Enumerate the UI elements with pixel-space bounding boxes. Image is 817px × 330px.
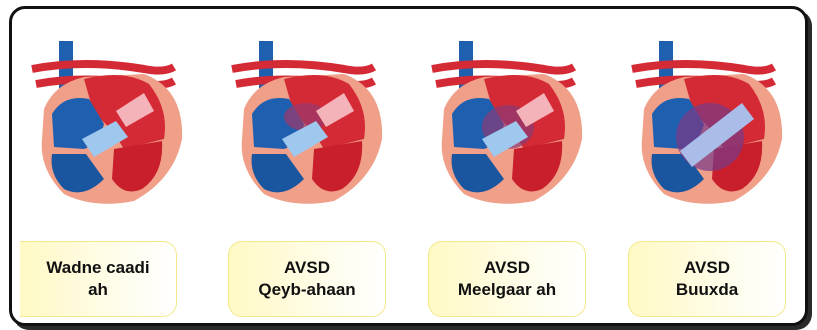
partial-avsd-heart-illustration [224, 29, 394, 219]
label-line-1: AVSD [284, 257, 330, 279]
panel-avsd-partial: AVSD Qeyb-ahaan [212, 9, 412, 323]
label-avsd-partial: AVSD Qeyb-ahaan [228, 241, 386, 317]
normal-heart-illustration [24, 29, 194, 219]
diagram-frame: Wadne caadi ah AVSD Qeyb-ahaan [9, 6, 808, 326]
label-avsd-transitional: AVSD Meelgaar ah [428, 241, 586, 317]
label-line-2: ah [88, 279, 108, 301]
label-normal-heart: Wadne caadi ah [20, 241, 177, 317]
panel-avsd-complete: AVSD Buuxda [612, 9, 808, 323]
label-avsd-complete: AVSD Buuxda [628, 241, 786, 317]
complete-avsd-heart-illustration [624, 29, 794, 219]
label-line-1: AVSD [684, 257, 730, 279]
transitional-avsd-heart-illustration [424, 29, 594, 219]
label-line-2: Qeyb-ahaan [258, 279, 355, 301]
label-line-2: Meelgaar ah [458, 279, 556, 301]
panel-normal-heart: Wadne caadi ah [12, 9, 212, 323]
label-line-1: AVSD [484, 257, 530, 279]
panel-avsd-transitional: AVSD Meelgaar ah [412, 9, 612, 323]
label-line-1: Wadne caadi [46, 257, 149, 279]
label-line-2: Buuxda [676, 279, 738, 301]
